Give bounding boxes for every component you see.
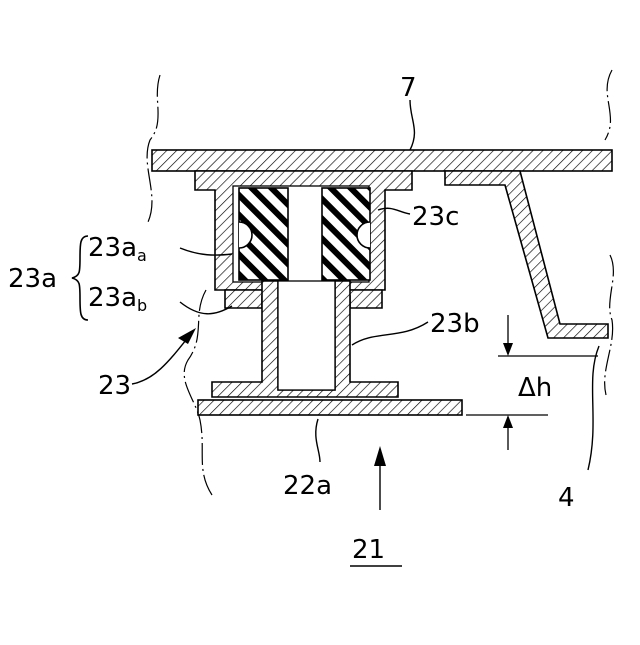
label-23aa-main: 23a [88, 233, 137, 263]
label-delta-h: Δh [518, 373, 552, 403]
leader-4 [588, 346, 599, 470]
break-line-upper-right [605, 70, 612, 140]
top-plate-7 [152, 150, 612, 171]
label-23a: 23a [8, 264, 57, 294]
label-23aa: 23aa [88, 233, 147, 265]
leader-7 [410, 100, 414, 150]
brace-23a [72, 236, 88, 320]
label-23ab: 23ab [88, 283, 147, 315]
label-23c: 23c [412, 202, 459, 232]
leader-23b [352, 322, 428, 345]
label-23: 23 [98, 371, 131, 401]
dim-arrow-bottom [503, 415, 513, 428]
arrow-23 [178, 328, 196, 344]
leader-22a [316, 419, 320, 462]
base-plate-22a [198, 400, 462, 415]
label-4: 4 [558, 483, 575, 513]
stem-bore [278, 281, 335, 390]
label-23ab-sub: b [137, 296, 147, 315]
arrow-21 [374, 446, 386, 466]
break-line-lower-left [184, 290, 212, 495]
label-23ab-main: 23a [88, 283, 137, 313]
break-line-upper-left [147, 75, 160, 222]
label-7: 7 [400, 73, 417, 103]
label-22a: 22a [283, 471, 332, 501]
dim-arrow-top [503, 343, 513, 356]
label-21: 21 [352, 535, 385, 565]
leader-23 [132, 335, 190, 384]
label-23b: 23b [430, 309, 480, 339]
label-23aa-sub: a [137, 246, 147, 265]
